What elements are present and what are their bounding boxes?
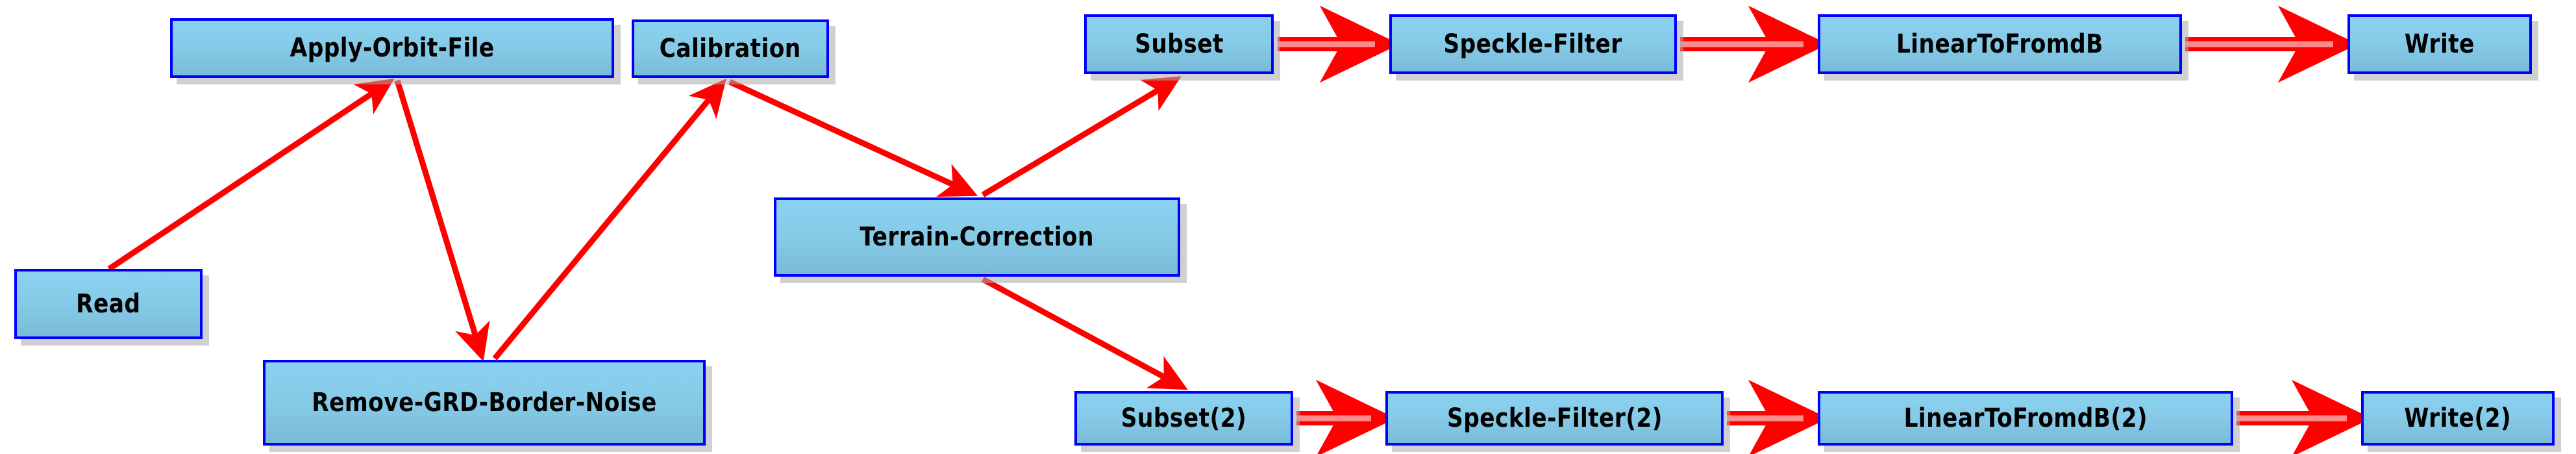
node-label-speckle2: Speckle-Filter(2) bbox=[1446, 403, 1663, 433]
edge-calibration-to-terrain-correction bbox=[728, 79, 978, 197]
edge-terrain-correction-to-subset2 bbox=[981, 277, 1188, 390]
node-lineardb2[interactable]: LinearToFromdB(2) bbox=[1818, 391, 2233, 446]
node-speckle[interactable]: Speckle-Filter bbox=[1389, 14, 1677, 74]
node-write2[interactable]: Write(2) bbox=[2361, 391, 2555, 446]
node-read[interactable]: Read bbox=[14, 269, 203, 339]
node-label-subset: Subset bbox=[1134, 29, 1224, 59]
node-label-lineardb: LinearToFromdB bbox=[1896, 29, 2103, 59]
node-write[interactable]: Write bbox=[2347, 14, 2532, 74]
node-label-apply_orbit: Apply-Orbit-File bbox=[290, 33, 495, 63]
node-terrain[interactable]: Terrain-Correction bbox=[774, 197, 1180, 277]
node-label-remove_border: Remove-GRD-Border-Noise bbox=[312, 388, 657, 418]
node-remove_border[interactable]: Remove-GRD-Border-Noise bbox=[263, 360, 706, 446]
node-label-terrain: Terrain-Correction bbox=[860, 222, 1095, 252]
node-label-read: Read bbox=[76, 289, 141, 319]
node-calibration[interactable]: Calibration bbox=[632, 19, 829, 78]
node-label-subset2: Subset(2) bbox=[1121, 403, 1247, 433]
node-subset2[interactable]: Subset(2) bbox=[1074, 391, 1293, 446]
node-label-write2: Write(2) bbox=[2404, 403, 2512, 433]
edge-read-to-apply-orbit-file bbox=[107, 79, 395, 271]
node-label-calibration: Calibration bbox=[660, 34, 801, 64]
node-subset[interactable]: Subset bbox=[1084, 14, 1274, 74]
node-speckle2[interactable]: Speckle-Filter(2) bbox=[1385, 391, 1724, 446]
node-label-lineardb2: LinearToFromdB(2) bbox=[1903, 403, 2148, 433]
edge-remove-grd-border-noise-to-calibration bbox=[492, 79, 726, 360]
edge-terrain-correction-to-subset bbox=[981, 76, 1182, 197]
node-label-speckle: Speckle-Filter bbox=[1443, 29, 1623, 59]
edge-apply-orbit-file-to-remove-grd-border-noise bbox=[394, 79, 490, 362]
node-lineardb[interactable]: LinearToFromdB bbox=[1818, 14, 2182, 74]
node-label-write: Write bbox=[2404, 29, 2475, 59]
node-apply_orbit[interactable]: Apply-Orbit-File bbox=[170, 18, 614, 78]
